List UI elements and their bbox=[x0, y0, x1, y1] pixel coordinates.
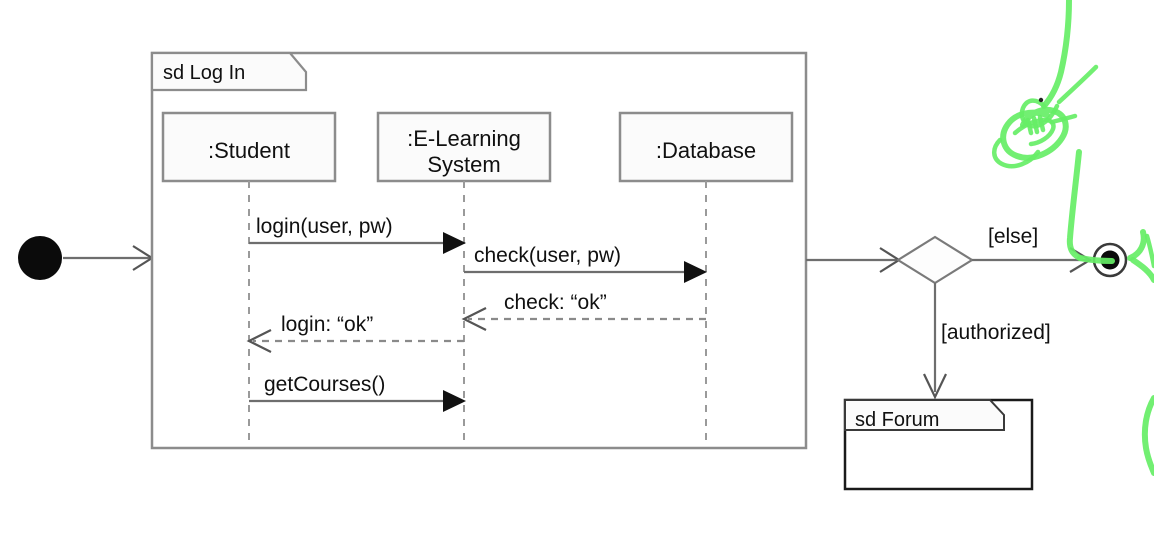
lifeline-student-box bbox=[161, 111, 337, 183]
message-login-return[interactable]: login: “ok” bbox=[246, 313, 464, 353]
ink-dot bbox=[1038, 97, 1044, 103]
ink-stroke-top-tail bbox=[1041, 0, 1072, 109]
lifeline-elearning-system-label-line1: :E-Learning bbox=[407, 126, 521, 151]
message-check-label: check(user, pw) bbox=[474, 244, 621, 267]
flow-frame-to-decision bbox=[806, 247, 902, 273]
ink-stroke-hatching bbox=[1025, 114, 1046, 136]
flow-authorized-arrowhead bbox=[923, 373, 947, 400]
lifeline-database-box bbox=[618, 111, 794, 183]
initial-node-circle bbox=[18, 236, 62, 280]
ink-stroke-ellipse-outer bbox=[1000, 106, 1069, 161]
message-login[interactable]: login(user, pw) bbox=[249, 215, 466, 254]
message-check-return-arrowhead bbox=[461, 307, 487, 331]
ink-stroke-whisker bbox=[1049, 113, 1078, 125]
guard-authorized-label: [authorized] bbox=[941, 321, 1051, 344]
forum-frame[interactable]: sd Forum bbox=[843, 398, 1034, 491]
message-check-return[interactable]: check: “ok” bbox=[461, 291, 706, 331]
ink-stroke-branch-up bbox=[1127, 229, 1147, 261]
flow-else[interactable]: [else] bbox=[972, 225, 1093, 273]
forum-frame-label: sd Forum bbox=[855, 409, 939, 431]
message-check[interactable]: check(user, pw) bbox=[464, 244, 707, 283]
message-getcourses-label: getCourses() bbox=[264, 373, 385, 396]
green-ink-annotations bbox=[992, 0, 1154, 476]
ink-stroke-to-final-node bbox=[1077, 255, 1115, 264]
initial-node[interactable] bbox=[18, 236, 155, 280]
main-frame-label: sd Log In bbox=[163, 62, 245, 84]
main-frame-label-tab bbox=[150, 51, 308, 92]
message-check-arrowhead bbox=[684, 261, 707, 283]
guard-else-label: [else] bbox=[988, 225, 1038, 248]
message-check-return-label: check: “ok” bbox=[504, 291, 607, 314]
forum-frame-label-tab bbox=[844, 399, 1005, 431]
lifeline-student-label: :Student bbox=[208, 138, 290, 163]
ink-stroke-branch-down bbox=[1130, 257, 1154, 283]
decision-node-diamond bbox=[895, 235, 975, 285]
lifeline-elearning-system[interactable]: :E-Learning System bbox=[376, 111, 552, 442]
message-login-return-label: login: “ok” bbox=[281, 313, 373, 336]
message-getcourses[interactable]: getCourses() bbox=[249, 373, 466, 412]
lifeline-student[interactable]: :Student bbox=[161, 111, 337, 442]
decision-node[interactable] bbox=[895, 235, 975, 285]
flow-authorized[interactable]: [authorized] bbox=[923, 283, 1051, 400]
message-login-return-arrowhead bbox=[246, 329, 272, 353]
lifeline-database-label: :Database bbox=[656, 138, 756, 163]
lifeline-elearning-system-label-line2: System bbox=[427, 152, 500, 177]
message-login-label: login(user, pw) bbox=[256, 215, 393, 238]
ink-stroke-vertical bbox=[1066, 149, 1083, 261]
ink-stroke-branch-edge bbox=[1144, 233, 1154, 269]
lifeline-database[interactable]: :Database bbox=[618, 111, 794, 442]
ink-stroke-lower-arc bbox=[1141, 395, 1154, 476]
message-login-arrowhead bbox=[443, 232, 466, 254]
ink-stroke-diagonal bbox=[1056, 64, 1099, 105]
ink-stroke-loop-b bbox=[992, 137, 1041, 169]
message-getcourses-arrowhead bbox=[443, 390, 466, 412]
